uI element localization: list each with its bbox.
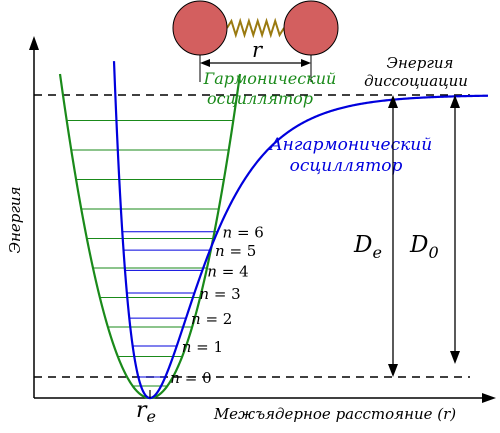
anharmonic-levels (122, 231, 218, 378)
re-label: re (136, 398, 156, 426)
harmonic-label-line1: Гармонический (203, 69, 337, 88)
level-label: n = 5 (215, 242, 256, 260)
d0-label: D0 (409, 232, 439, 262)
distance-arrow-head-left (200, 59, 210, 67)
level-labels: n = 0 n = 1 n = 2 n = 3 n = 4 n = 5n = 6 (170, 224, 264, 387)
x-axis-arrow (482, 393, 496, 403)
harmonic-levels (66, 120, 234, 387)
level-label: n = 1 (182, 338, 223, 356)
level-label: n = 6 (223, 224, 264, 242)
x-axis-label: Межъядерное расстояние (r) (213, 405, 456, 423)
spring (226, 17, 285, 39)
atom-left (172, 0, 228, 56)
y-axis-label: Энергия (6, 186, 24, 253)
level-label: n = 0 (170, 369, 211, 387)
atom-right (283, 0, 339, 56)
de-label-backdrop (353, 222, 391, 262)
level-label: n = 2 (191, 310, 232, 328)
de-arrow (388, 95, 398, 377)
distance-label: r (252, 38, 264, 62)
dissociation-label-line1: Энергия (386, 54, 453, 72)
harmonic-label-line2: осциллятор (207, 89, 313, 108)
level-label: n = 4 (207, 262, 248, 280)
axes: Энергия Межъядерное расстояние (r) (6, 36, 496, 423)
de-label: De (353, 232, 382, 262)
y-axis-arrow (29, 36, 39, 50)
level-label: n = 3 (199, 285, 240, 303)
dissociation-label-line2: диссоциации (364, 72, 468, 90)
molecule-illustration: r (172, 0, 339, 82)
anharmonic-label-line2: осциллятор (290, 156, 403, 176)
anharmonic-potential-curve (112, 61, 489, 400)
d0-arrow (450, 95, 460, 364)
distance-arrow-head-right (301, 59, 311, 67)
anharmonic-label-line1: Ангармонический (269, 135, 432, 155)
